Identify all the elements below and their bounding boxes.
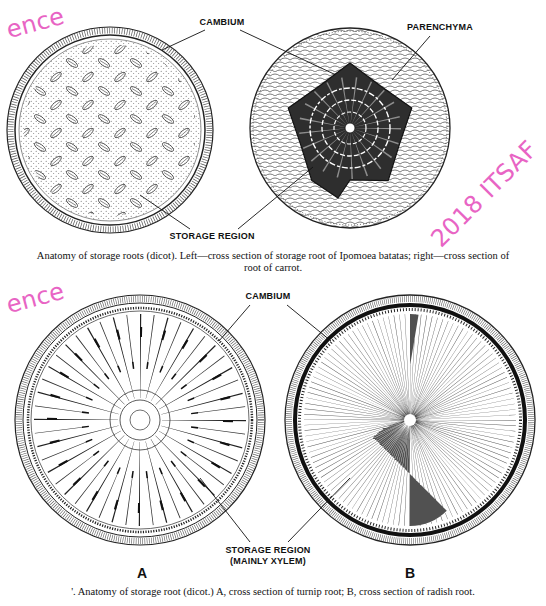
root-outline [250, 28, 450, 228]
watermark: ence [3, 277, 67, 319]
secondary-rays [58, 338, 222, 502]
leader-line [240, 30, 335, 75]
watermark: 2018 ITSAF [425, 135, 543, 253]
root-center [345, 123, 355, 133]
periderm-band [11, 31, 210, 230]
center-ring [110, 390, 170, 450]
panel-letter: A [137, 565, 147, 581]
leader-line [287, 305, 331, 341]
center-ring [120, 400, 160, 440]
figure-caption: '. Anatomy of storage root (dicot.) A, c… [3, 586, 543, 598]
xylem-star [288, 63, 412, 198]
vascular-strands [20, 40, 200, 220]
root-outline [7, 27, 213, 233]
cambium-ring [28, 308, 252, 532]
root-outline [15, 295, 265, 545]
xylem-ring [310, 88, 390, 168]
leader-line [219, 305, 250, 341]
leader-line [140, 195, 190, 229]
outer-ring [253, 31, 447, 225]
xylem-core [288, 63, 412, 198]
figure-caption: Anatomy of storage roots (dicot). Left—c… [33, 250, 513, 274]
part-label: STORAGE REGION (MAINLY XYLEM) [218, 545, 318, 567]
xylem-rays [76, 356, 204, 484]
periderm-band [19, 299, 261, 541]
leader-lines [140, 30, 430, 542]
part-label: STORAGE REGION [170, 231, 255, 242]
part-label: CAMBIUM [246, 291, 291, 302]
root-center [404, 414, 416, 426]
cambium-band [300, 310, 521, 531]
root-outline [285, 295, 535, 545]
panel-letter: B [405, 565, 415, 581]
xylem-rays [356, 366, 464, 474]
radish-section [285, 295, 535, 545]
carrot-section [250, 28, 450, 228]
center-ring [130, 410, 150, 430]
cambium-ring [15, 35, 205, 225]
leader-line [288, 478, 350, 542]
watermark: ence [3, 2, 67, 44]
part-label: CAMBIUM [200, 17, 245, 28]
leader-line [392, 36, 430, 80]
xylem-ring [322, 100, 378, 156]
leader-line [238, 167, 313, 229]
xylem-ring [334, 112, 366, 144]
outer-ring [23, 303, 257, 537]
vessel-marks [85, 365, 195, 475]
leader-line [200, 478, 250, 542]
inner-ring [31, 311, 249, 529]
sweet-potato-section [7, 27, 213, 233]
part-label: PARENCHYMA [407, 22, 473, 33]
turnip-section [15, 295, 265, 545]
periderm-band [289, 299, 531, 541]
xylem-rays [324, 102, 376, 154]
leader-line [162, 30, 205, 50]
storage-tissue [19, 39, 201, 221]
vessel-marks [52, 332, 228, 508]
